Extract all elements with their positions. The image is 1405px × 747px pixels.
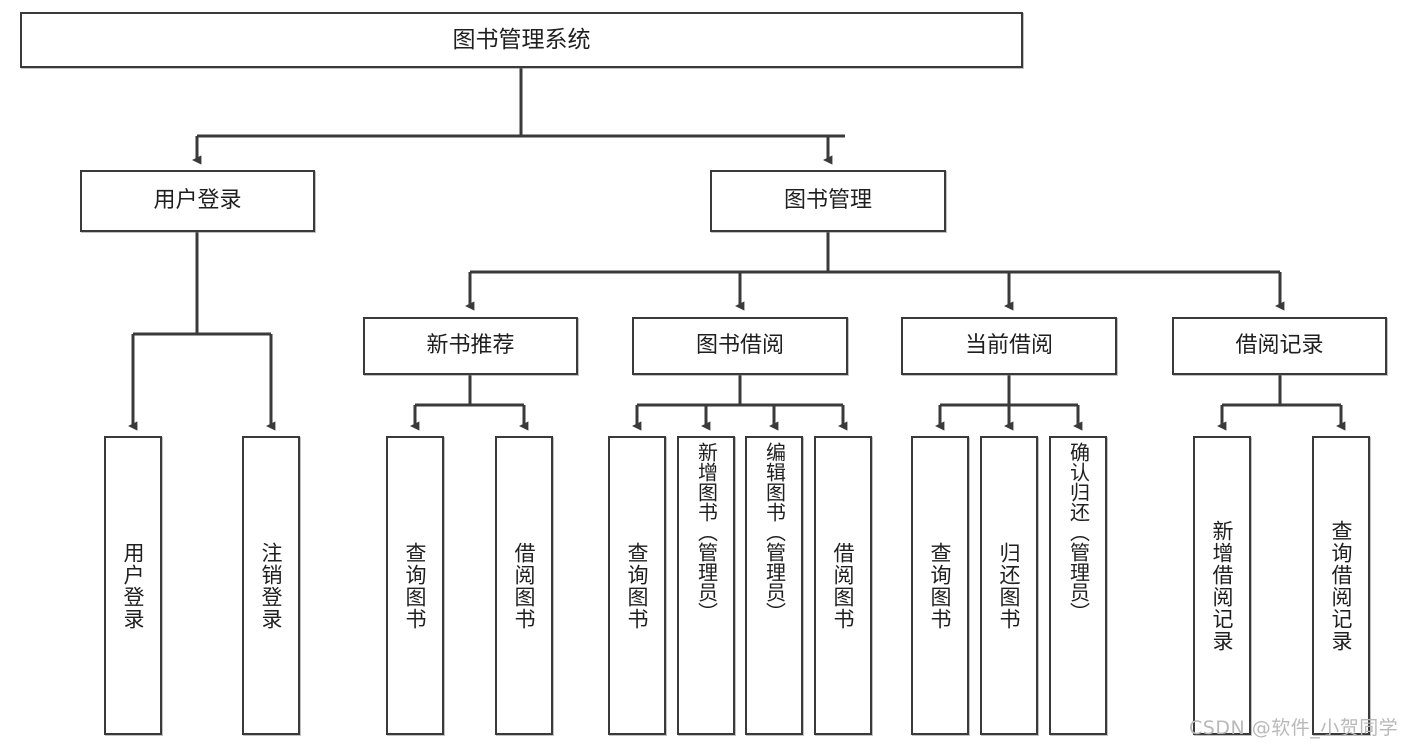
watermark: CSDN @软件_小贺同学 [1189,717,1399,739]
node-label: 确认归还（管理员） [1066,442,1091,622]
leaf-record-add-record[interactable]: 新增借阅记录 [1193,436,1251,735]
leaf-current-query-book[interactable]: 查询图书 [911,436,969,735]
node-label: 图书借阅 [695,333,784,359]
node-borrow-record[interactable]: 借阅记录 [1172,317,1387,375]
node-user-login[interactable]: 用户登录 [80,170,315,232]
node-label: 查询图书 [928,541,953,630]
node-label: 用户登录 [121,541,146,630]
leaf-borrow-add-book-admin[interactable]: 新增图书（管理员） [677,436,735,735]
node-label: 查询图书 [625,541,650,630]
leaf-user-login-logout[interactable]: 注销登录 [242,436,300,735]
node-book-management[interactable]: 图书管理 [710,170,946,232]
node-label: 借阅图书 [831,541,856,630]
node-label: 新增借阅记录 [1210,519,1235,652]
node-label: 图书管理 [783,188,872,214]
node-root-system[interactable]: 图书管理系统 [20,12,1023,68]
leaf-current-return-book[interactable]: 归还图书 [980,436,1038,735]
leaf-current-confirm-return-admin[interactable]: 确认归还（管理员） [1049,436,1107,735]
leaf-recommend-borrow-book[interactable]: 借阅图书 [495,436,553,735]
node-label: 图书管理系统 [452,26,591,53]
node-label: 归还图书 [997,541,1022,630]
leaf-borrow-query-book[interactable]: 查询图书 [608,436,666,735]
node-label: 借阅记录 [1235,333,1324,359]
leaf-record-query-record[interactable]: 查询借阅记录 [1312,436,1370,735]
node-current-borrow[interactable]: 当前借阅 [901,317,1117,375]
node-label: 借阅图书 [512,541,537,630]
node-label: 新增图书（管理员） [694,442,719,622]
node-label: 当前借阅 [964,333,1053,359]
node-new-book-recommend[interactable]: 新书推荐 [363,317,578,375]
node-label: 用户登录 [153,188,242,214]
leaf-recommend-query-book[interactable]: 查询图书 [386,436,444,735]
leaf-borrow-borrow-book[interactable]: 借阅图书 [814,436,872,735]
node-label: 编辑图书（管理员） [762,442,787,622]
node-label: 查询图书 [403,541,428,630]
node-label: 注销登录 [259,541,284,630]
node-label: 查询借阅记录 [1329,519,1354,652]
node-book-borrow[interactable]: 图书借阅 [632,317,848,375]
leaf-user-login-login[interactable]: 用户登录 [104,436,162,735]
node-label: 新书推荐 [426,333,515,359]
leaf-borrow-edit-book-admin[interactable]: 编辑图书（管理员） [745,436,803,735]
